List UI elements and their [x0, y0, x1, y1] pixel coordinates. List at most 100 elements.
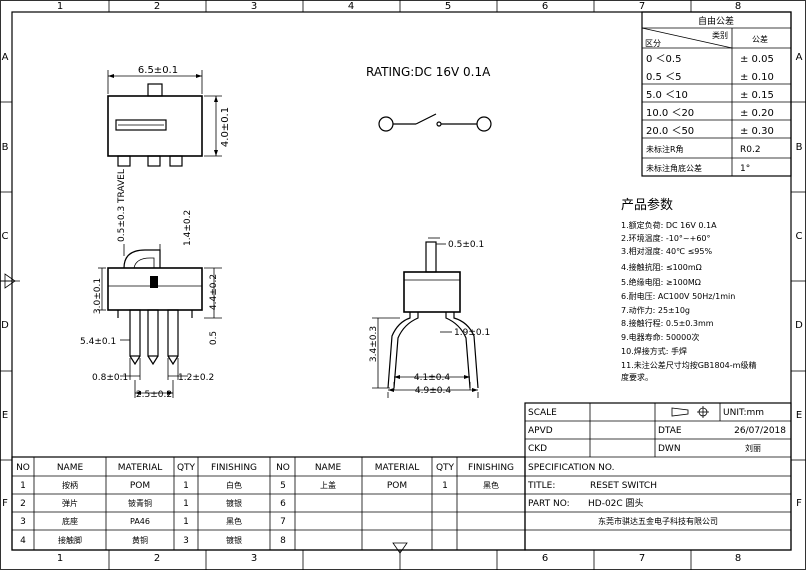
tb-spec: SPECIFICATION NO. [528, 463, 614, 473]
tol-header-right: 公差 [752, 34, 768, 44]
tb-drawer: 刘丽 [745, 443, 761, 453]
grid-row-e: E [2, 410, 8, 421]
grid-columns-top: 1 2 3 4 5 6 7 8 [57, 0, 741, 12]
tb-scale: SCALE [528, 408, 557, 418]
svg-text:8: 8 [280, 536, 286, 546]
svg-text:PA46: PA46 [130, 517, 150, 526]
tb-date: 26/07/2018 [734, 426, 786, 436]
param-7: 7.动作力: 25±10g [621, 305, 690, 315]
svg-text:上盖: 上盖 [320, 480, 336, 490]
grid-row-c-right: C [796, 231, 803, 242]
svg-text:黑色: 黑色 [226, 516, 242, 526]
grid-col-4: 4 [348, 1, 354, 12]
product-params: 产品参数 1.额定负荷: DC 16V 0.1A 2.环境温度: -10°~+6… [621, 197, 756, 382]
svg-text:镀银: 镀银 [226, 498, 242, 508]
tol-range-1: 0.5 ＜5 [646, 72, 681, 83]
svg-text:1: 1 [183, 499, 189, 509]
dim-3-0: 3.0±0.1 [93, 278, 103, 314]
tol-header-left-bottom: 区分 [645, 39, 661, 48]
tol-val-3: ± 0.20 [740, 108, 774, 119]
tb-unit: UNIT:mm [723, 408, 764, 418]
grid-col-7-bottom: 7 [639, 553, 645, 564]
bom-h-name-2: NAME [315, 463, 342, 473]
tb-part-value: HD-02C 圆头 [588, 498, 644, 509]
dim-4-1: 4.1±0.4 [414, 373, 450, 383]
tb-part-label: PART NO: [528, 499, 570, 509]
bom-h-qty: QTY [177, 463, 196, 473]
bottom-center-marker [392, 542, 408, 554]
tb-date-label: DTAE [658, 426, 682, 436]
svg-text:1: 1 [183, 517, 189, 527]
tb-company: 东莞市骐达五金电子科技有限公司 [598, 516, 718, 526]
svg-text:5: 5 [280, 481, 286, 491]
param-8: 8.接触行程: 0.5±0.3mm [621, 318, 714, 328]
top-view: 6.5±0.1 4.0±0.1 [107, 65, 231, 167]
bom-h-material-2: MATERIAL [375, 463, 420, 473]
bom-row-3: 3 底座 PA46 1 黑色 7 [20, 516, 286, 527]
grid-col-1-bottom: 1 [57, 553, 63, 564]
tol-header-left-top: 类别 [712, 30, 728, 40]
svg-text:3: 3 [183, 536, 189, 546]
svg-text:白色: 白色 [226, 480, 242, 490]
bom-h-name: NAME [57, 463, 84, 473]
bom-table: NO NAME MATERIAL QTY FINISHING NO NAME M… [11, 456, 526, 551]
svg-text:按柄: 按柄 [62, 480, 78, 490]
param-4: 4.接触抗阻: ≤100mΩ [621, 262, 702, 272]
grid-col-2-bottom: 2 [154, 553, 160, 564]
title-block: SCALE UNIT:mm APVD DTAE 26/07/2018 CKD D… [524, 402, 792, 551]
bom-h-no-2: NO [276, 463, 290, 473]
svg-text:底座: 底座 [62, 516, 78, 526]
bom-row-2: 2 弹片 铍青铜 1 镀银 6 [20, 498, 286, 509]
tb-ckd: CKD [528, 444, 547, 454]
tb-dwn: DWN [658, 444, 681, 454]
grid-columns-bottom: 1 2 3 6 7 8 [57, 542, 741, 570]
tol-range-3: 10.0 ＜20 [646, 108, 694, 119]
dim-width-top: 6.5±0.1 [138, 65, 178, 76]
dim-4-4: 4.4±0.2 [209, 274, 219, 310]
bom-row-1: 1 按柄 POM 1 白色 5 上盖 POM 1 黑色 [20, 480, 499, 491]
grid-col-7: 7 [639, 1, 645, 12]
grid-row-b: B [2, 142, 9, 153]
svg-text:3: 3 [20, 517, 26, 527]
tb-title-value: RESET SWITCH [590, 481, 657, 491]
tol-range-6: 未标注角底公差 [646, 163, 702, 173]
grid-col-5: 5 [445, 1, 451, 12]
bom-h-finishing-2: FINISHING [468, 463, 514, 473]
tol-range-5: 未标注R角 [646, 144, 684, 154]
bom-row-4: 4 接触脚 黄铜 3 镀银 8 [20, 535, 286, 546]
bom-h-qty-2: QTY [436, 463, 455, 473]
dim-1-4: 1.4±0.2 [183, 210, 193, 246]
svg-text:POM: POM [387, 481, 407, 491]
svg-text:镀银: 镀银 [226, 535, 242, 545]
tol-range-2: 5.0 ＜10 [646, 90, 688, 101]
dim-height-right: 4.0±0.1 [220, 107, 231, 147]
param-2: 2.环境温度: -10°~+60° [621, 233, 711, 243]
tol-val-1: ± 0.10 [740, 72, 774, 83]
grid-row-b-right: B [796, 142, 803, 153]
svg-text:黄铜: 黄铜 [132, 535, 148, 545]
bom-h-material: MATERIAL [118, 463, 163, 473]
svg-text:6: 6 [280, 499, 286, 509]
dim-2-5: 2.5±0.2 [136, 390, 172, 400]
param-6: 6.耐电压: AC100V 50Hz/1min [621, 291, 735, 301]
param-1: 1.额定负荷: DC 16V 0.1A [621, 220, 717, 230]
svg-text:弹片: 弹片 [62, 498, 78, 508]
dim-1-9: 1.9±0.1 [454, 328, 490, 338]
tb-apvd: APVD [528, 426, 553, 436]
param-5: 5.绝缘电阻: ≥100MΩ [621, 277, 701, 287]
dim-0-5: 0.5 [209, 331, 219, 345]
dim-5-4: 5.4±0.1 [80, 337, 116, 347]
tol-val-6: 1° [740, 164, 750, 174]
bom-h-no: NO [16, 463, 30, 473]
svg-text:1: 1 [20, 481, 26, 491]
tol-range-4: 20.0 ＜50 [646, 126, 694, 137]
grid-col-6: 6 [542, 1, 548, 12]
grid-row-d-right: D [795, 320, 803, 331]
param-9: 9.电器寿命: 50000次 [621, 332, 699, 342]
tb-title-label: TITLE: [527, 481, 555, 491]
params-title: 产品参数 [621, 197, 673, 213]
svg-text:2: 2 [20, 499, 26, 509]
svg-text:黑色: 黑色 [483, 480, 499, 490]
dim-0-5b: 0.5±0.1 [448, 240, 484, 250]
